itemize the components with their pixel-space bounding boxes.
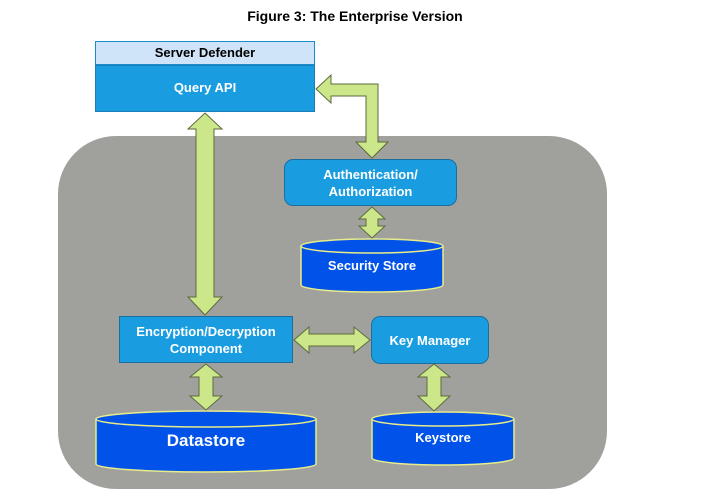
enc-dec-label-line1: Encryption/Decryption — [136, 323, 276, 339]
auth-box: Authentication/ Authorization — [284, 159, 457, 206]
figure-title: Figure 3: The Enterprise Version — [247, 8, 463, 24]
arrow-keymgr-keystore — [416, 363, 452, 412]
query-api-box: Query API — [95, 65, 315, 112]
arrow-enc-datastore — [188, 363, 224, 411]
security-store-cylinder — [300, 238, 444, 293]
enc-dec-label-line2: Component — [169, 340, 243, 356]
keystore-cylinder — [371, 411, 515, 466]
server-defender-header: Server Defender — [95, 41, 315, 65]
auth-label-line1: Authentication/ — [323, 166, 418, 182]
datastore-cylinder — [95, 410, 317, 473]
key-manager-box: Key Manager — [371, 316, 489, 364]
keystore-label: Keystore — [415, 430, 471, 445]
enc-dec-box: Encryption/Decryption Component — [119, 316, 293, 363]
auth-label-line2: Authorization — [328, 183, 413, 199]
arrow-query-auth — [315, 73, 390, 159]
arrow-query-enc — [186, 112, 224, 316]
datastore-label: Datastore — [166, 431, 246, 450]
security-store-label: Security Store — [327, 258, 417, 273]
arrow-enc-keymgr — [293, 325, 371, 355]
arrow-auth-security — [357, 206, 387, 239]
